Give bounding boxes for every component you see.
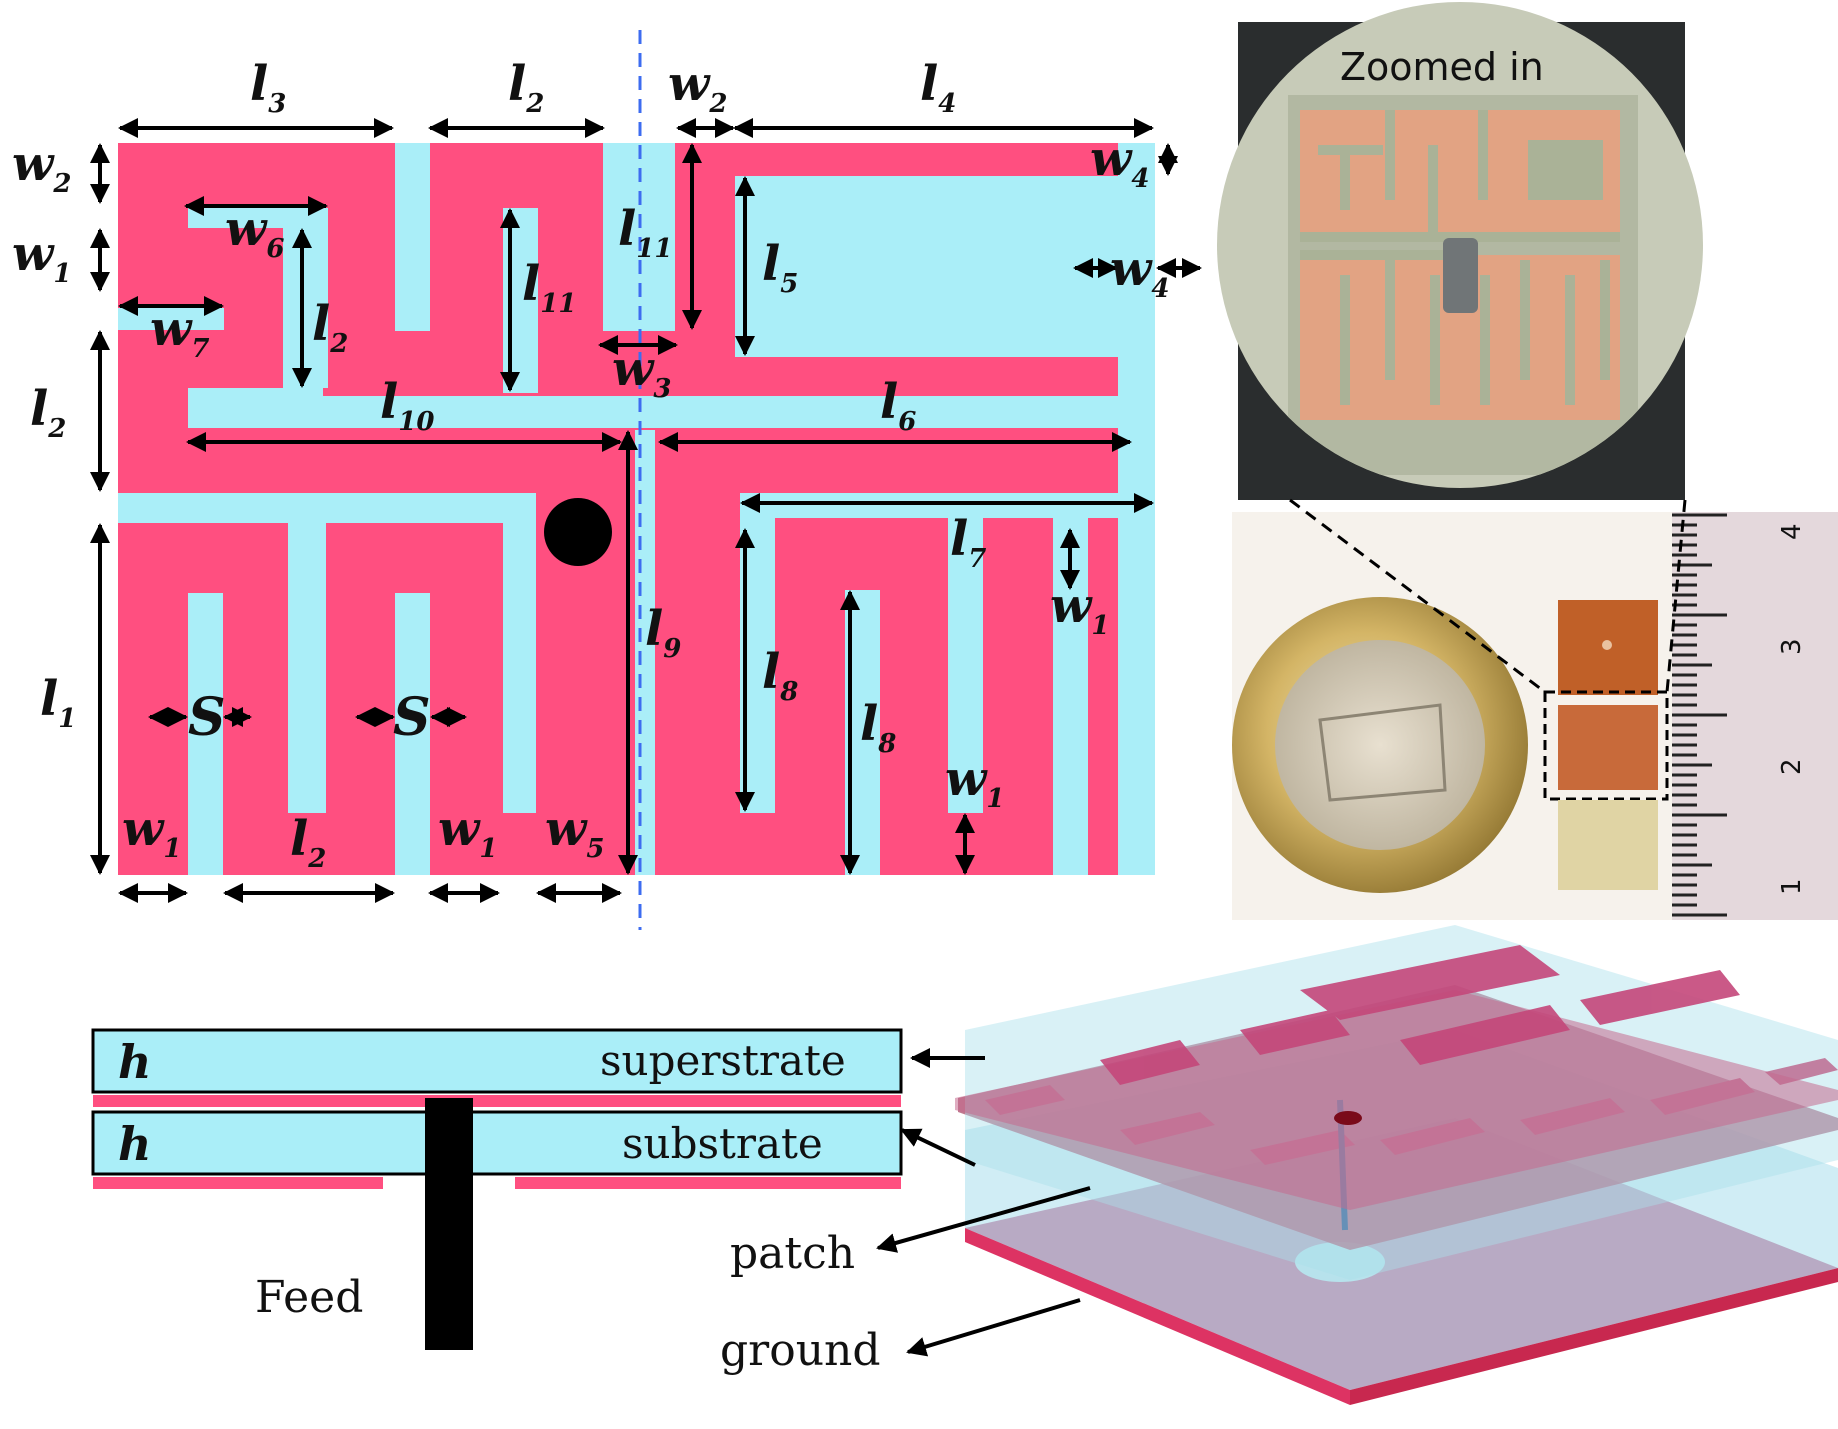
label-w2-left: w2 xyxy=(12,136,71,199)
zoom-guide-left xyxy=(1289,498,1546,694)
label-w1-lower: w1 xyxy=(945,751,1004,814)
label-l2-bottom: l2 xyxy=(290,811,326,874)
ground-label: ground xyxy=(720,1325,881,1376)
label-l10: l10 xyxy=(380,374,434,437)
substrate-layer xyxy=(91,1110,903,1176)
label-w6: w6 xyxy=(225,201,284,264)
superstrate-label: superstrate xyxy=(600,1036,846,1085)
label-l7: l7 xyxy=(950,511,986,574)
label-h-superstrate: h xyxy=(118,1035,151,1089)
coin-map-detail xyxy=(1318,703,1447,802)
zoom-guide-right xyxy=(1665,499,1687,693)
photo-panel: Zoomed in 4 3 2 1 xyxy=(1217,2,1838,920)
label-w1-bottom-left: w1 xyxy=(122,801,181,864)
sample-2 xyxy=(1558,705,1658,790)
label-w5: w5 xyxy=(545,801,604,864)
superstrate-layer xyxy=(91,1028,903,1094)
sample-3 xyxy=(1558,800,1658,890)
ground-layer-left xyxy=(93,1177,383,1189)
lens-pcb xyxy=(1288,95,1638,475)
label-l1: l1 xyxy=(40,671,76,734)
ground-plane-edge-right xyxy=(1350,1268,1838,1405)
label-l11-center: l11 xyxy=(618,201,672,264)
sample-1-via xyxy=(1602,640,1612,650)
dimension-labels: l3 l2 w2 l4 w2 w1 l2 l1 w6 w7 l2 l11 l11… xyxy=(12,56,1169,874)
solder-blob xyxy=(1443,238,1478,313)
label-l4: l4 xyxy=(920,56,956,119)
label-w2-top: w2 xyxy=(668,56,727,119)
substrate-label: substrate xyxy=(622,1119,823,1168)
substrate-arrow xyxy=(900,1128,976,1167)
label-w3: w3 xyxy=(612,341,671,404)
label-l8-right: l8 xyxy=(860,696,896,759)
patch-label: patch xyxy=(730,1228,855,1279)
dimension-arrows xyxy=(90,118,1202,903)
feed-probe xyxy=(425,1098,473,1350)
exploded-view: patch ground xyxy=(720,925,1838,1405)
cross-section: h h superstrate substrate Feed xyxy=(91,1028,903,1350)
ruler-number-4: 4 xyxy=(1777,523,1807,540)
top-patch-layer xyxy=(93,1095,901,1107)
label-s-left: S xyxy=(188,687,226,748)
label-l11-left: l11 xyxy=(522,256,576,319)
label-h-substrate: h xyxy=(118,1117,151,1171)
upper-patch-layer xyxy=(955,990,1838,1210)
pcb-gaps xyxy=(1300,110,1620,405)
label-w7: w7 xyxy=(150,301,209,364)
label-l8-left: l8 xyxy=(762,644,798,707)
label-l3: l3 xyxy=(250,56,286,119)
feed-label: Feed xyxy=(255,1272,363,1323)
label-l2-inner: l2 xyxy=(312,296,348,359)
ground-layer-right xyxy=(515,1177,901,1189)
ruler-number-1: 1 xyxy=(1777,878,1807,895)
ruler-number-2: 2 xyxy=(1777,758,1807,775)
label-l2-left: l2 xyxy=(30,381,66,444)
label-l2-top: l2 xyxy=(508,56,544,119)
label-l5: l5 xyxy=(762,236,798,299)
ground-arrow xyxy=(906,1298,1081,1357)
sample-2-highlight xyxy=(1543,690,1669,801)
label-w4-side: w4 xyxy=(1110,241,1169,304)
ground-plane-edge xyxy=(965,1228,1350,1405)
label-l6: l6 xyxy=(880,374,916,437)
patch-arrow xyxy=(876,1186,1091,1253)
label-l9: l9 xyxy=(645,601,681,664)
upper-slots xyxy=(118,143,1155,493)
label-w4-top: w4 xyxy=(1090,131,1149,194)
label-w1-bottom-mid: w1 xyxy=(438,801,497,864)
feed-point xyxy=(544,498,612,566)
label-w1-right: w1 xyxy=(1050,578,1109,641)
euro-coin-center xyxy=(1275,640,1485,850)
ruler-number-3: 3 xyxy=(1777,638,1807,655)
label-w1-left: w1 xyxy=(12,226,71,289)
feed-via-3d xyxy=(1334,1111,1362,1125)
ruler-ticks xyxy=(1672,513,1727,917)
label-s-right: S xyxy=(393,687,431,748)
zoomed-in-label: Zoomed in xyxy=(1340,45,1544,89)
patch-lower-band xyxy=(118,493,1150,875)
upper-patch-detail xyxy=(1100,945,1740,1085)
